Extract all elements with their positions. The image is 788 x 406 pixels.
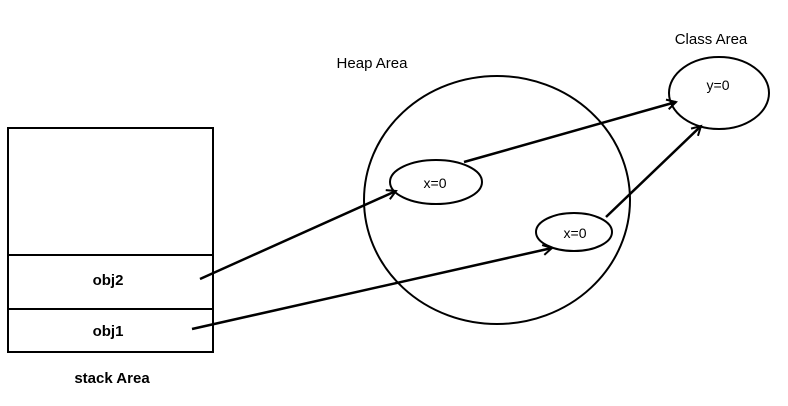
stack-area-label: stack Area: [74, 370, 150, 387]
arrow-heap-object-1-to-class: [463, 102, 676, 164]
arrow-obj2-to-heap-object-1: [199, 191, 396, 281]
stack-frame: [7, 127, 214, 353]
class-area-label: Class Area: [675, 31, 748, 48]
references: [191, 102, 701, 331]
heap-object-2: [535, 212, 613, 252]
heap-object-2-field: x=0: [564, 225, 587, 241]
heap-object-1-field: x=0: [424, 175, 447, 191]
heap-area-label: Heap Area: [337, 55, 409, 72]
heap-object-1: [389, 159, 483, 205]
class-static-field: y=0: [707, 77, 730, 93]
heap-area: Heap Area x=0 x=0: [337, 55, 631, 325]
class-object: [668, 56, 770, 130]
stack-slot-obj2: obj2: [93, 272, 124, 289]
arrow-heap-object-2-to-class: [605, 126, 701, 218]
stack-area: obj2 obj1 stack Area: [7, 127, 214, 387]
arrow-obj1-to-heap-object-2: [191, 248, 552, 331]
stack-slot-obj1: obj1: [93, 323, 124, 340]
class-area: Class Area y=0: [668, 31, 770, 130]
heap-boundary: [363, 75, 631, 325]
